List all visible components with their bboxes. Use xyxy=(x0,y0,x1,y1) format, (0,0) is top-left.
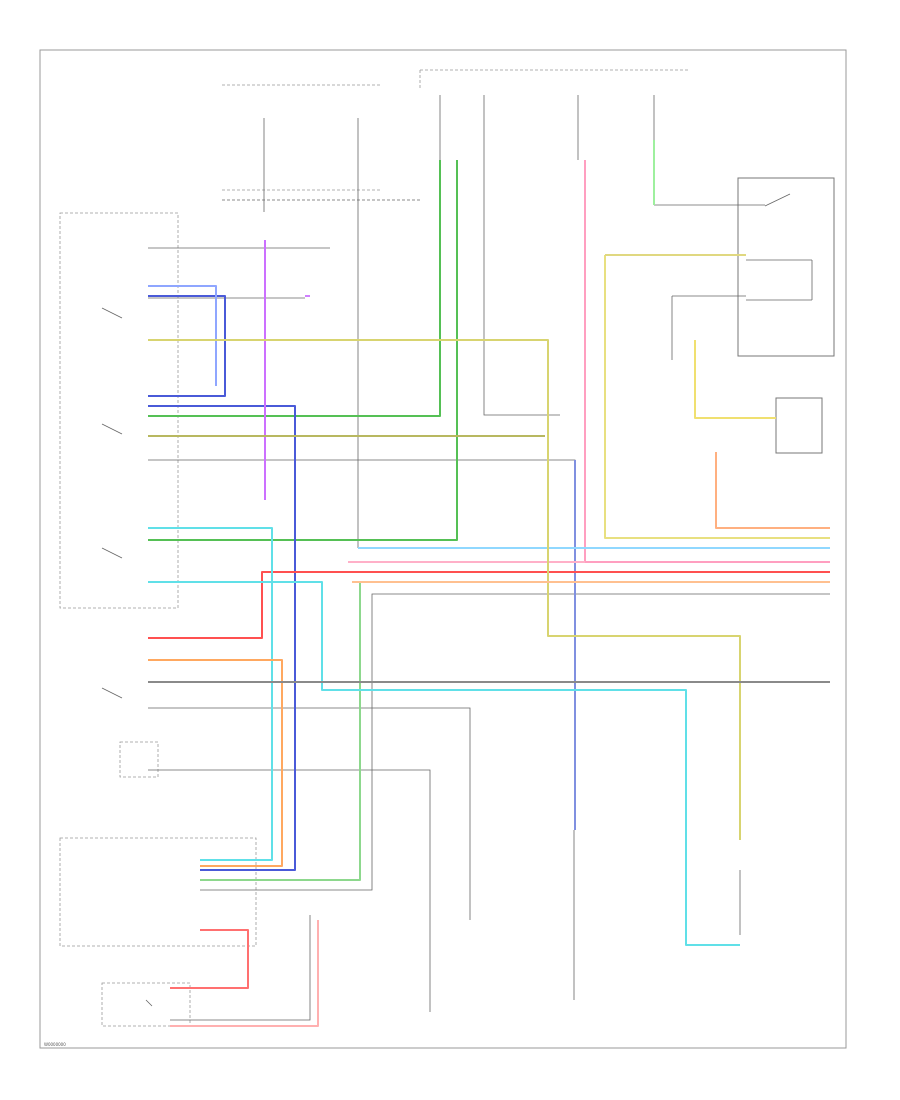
wire-pink-1 xyxy=(584,160,830,563)
wire-cyan-1 xyxy=(148,527,273,861)
black-wire-right xyxy=(671,295,746,360)
wire-green-1 xyxy=(148,160,441,417)
diagram-frame xyxy=(39,49,847,1049)
bottom-ground-b xyxy=(148,707,471,920)
bottom-sensor-wire xyxy=(170,915,311,1021)
wire-yellow-2 xyxy=(604,255,830,539)
top-splice-bar xyxy=(419,69,690,90)
wire-orange-1 xyxy=(148,659,283,867)
wire-red-1 xyxy=(148,571,830,639)
left-module-box xyxy=(59,212,179,609)
wire-lightblue xyxy=(148,285,217,386)
lower-left-module-box xyxy=(59,837,257,947)
lower-loop-wire xyxy=(148,459,576,830)
wire-yellow-3 xyxy=(694,340,776,419)
relay-switch xyxy=(746,193,813,301)
wire-blue-1 xyxy=(148,295,226,397)
small-sensor-box xyxy=(775,397,823,454)
wire-orange-2 xyxy=(715,452,830,529)
gray-return-wire xyxy=(200,593,830,891)
switch-2 xyxy=(101,423,123,435)
wire-yellow-1 xyxy=(148,339,741,840)
fuse-wire-4 xyxy=(483,95,560,416)
bottom-left-sensor-box xyxy=(101,982,191,1027)
switch-4 xyxy=(101,687,123,699)
fuse-block-top-left xyxy=(222,84,382,191)
wire-green-2 xyxy=(148,160,458,541)
ground-box xyxy=(119,741,159,778)
relay-box xyxy=(737,177,835,357)
wire-cyan-2 xyxy=(148,581,740,946)
wire-pink-3 xyxy=(170,920,319,1027)
wire-green-3 xyxy=(200,582,361,881)
switch-1 xyxy=(101,307,123,319)
bottom-ground-a xyxy=(148,769,431,1012)
switch-5 xyxy=(145,999,153,1007)
footer-code: W0000000 xyxy=(44,1042,66,1047)
wire-red-2 xyxy=(170,929,249,989)
wire-blue-2 xyxy=(148,405,296,871)
switch-3 xyxy=(101,547,123,559)
